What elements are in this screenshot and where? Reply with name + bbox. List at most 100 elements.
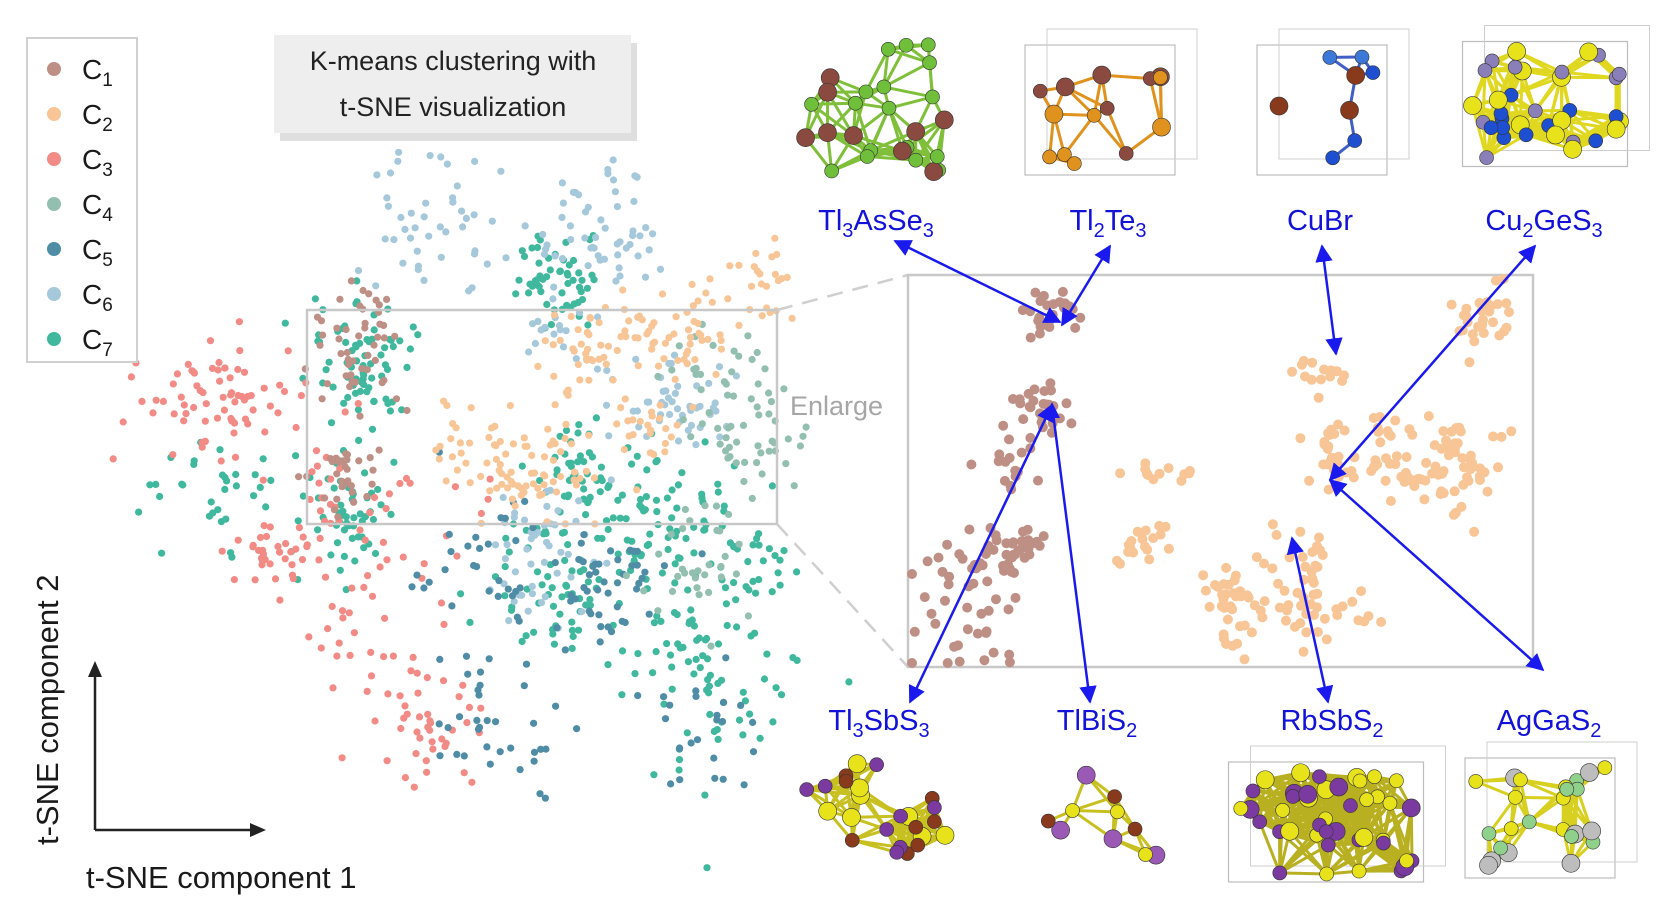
point-c6 [584, 262, 592, 270]
point-c3 [230, 429, 238, 437]
point-c4 [697, 386, 705, 394]
point-c6 [642, 224, 650, 232]
point-c1 [374, 333, 382, 341]
point-c2 [647, 408, 656, 416]
point-c2 [694, 297, 702, 305]
point-c7 [259, 455, 267, 463]
compound-arrows [893, 239, 1545, 704]
point-c4 [784, 435, 792, 443]
compound-label-cu2ges3: Cu2GeS3 [1485, 205, 1602, 242]
point-c2 [762, 282, 771, 290]
point-c3 [385, 490, 393, 498]
point-c1 [356, 412, 364, 420]
point-c7 [710, 727, 718, 736]
point-c7 [533, 243, 542, 252]
point-c5 [698, 550, 706, 558]
point-c1 [350, 498, 358, 506]
point-c5 [645, 610, 653, 618]
point-c7 [314, 526, 322, 534]
point-c7 [583, 284, 592, 292]
point-c3 [228, 416, 236, 425]
point-c3 [407, 667, 415, 675]
point-c3 [315, 556, 323, 564]
point-c6 [594, 313, 602, 321]
point-c2 [673, 421, 681, 429]
point-c4 [667, 530, 675, 538]
point-c2 [507, 468, 515, 476]
point-c7 [549, 630, 557, 638]
point-c3 [281, 555, 289, 563]
point-c3 [384, 690, 392, 698]
point-c5 [551, 559, 559, 567]
inset-point-c1 [1008, 394, 1018, 404]
point-c7 [232, 470, 240, 479]
point-c5 [567, 591, 575, 599]
point-c4 [712, 502, 721, 510]
point-c7 [560, 528, 569, 537]
point-c7 [371, 549, 380, 558]
inset-point-c2 [1331, 604, 1342, 615]
point-c7 [501, 563, 509, 571]
point-c6 [569, 188, 578, 196]
point-c2 [648, 345, 656, 353]
point-c6 [437, 153, 445, 161]
point-c7 [730, 579, 738, 587]
point-c3 [486, 475, 494, 483]
point-c5 [597, 623, 605, 631]
point-c4 [707, 642, 715, 650]
point-c3 [251, 576, 259, 584]
point-c5 [483, 717, 491, 725]
point-c7 [598, 477, 606, 485]
point-c4 [780, 385, 788, 393]
point-c5 [749, 718, 757, 727]
point-c3 [266, 402, 274, 410]
point-c3 [341, 408, 349, 416]
point-c4 [678, 565, 687, 573]
point-c2 [477, 472, 485, 480]
point-c5 [473, 716, 481, 725]
point-c3 [138, 397, 146, 405]
point-c5 [495, 577, 503, 585]
point-c7 [642, 493, 651, 501]
point-c5 [512, 537, 520, 545]
point-c4 [765, 389, 773, 397]
point-c6 [453, 182, 461, 190]
point-c5 [676, 745, 684, 753]
point-c7 [584, 321, 592, 329]
point-c4 [724, 424, 732, 432]
point-c3 [414, 689, 422, 697]
point-c7 [333, 539, 342, 547]
point-c7 [294, 517, 302, 525]
point-c7 [466, 618, 474, 627]
point-c4 [705, 561, 713, 569]
point-c7 [636, 495, 645, 504]
point-c3 [149, 409, 157, 417]
point-c3 [335, 639, 343, 647]
point-c7 [146, 481, 154, 489]
inset-point-c1 [1024, 549, 1035, 560]
point-c6 [687, 421, 696, 430]
point-c6 [499, 493, 507, 502]
point-c5 [529, 524, 537, 532]
point-c6 [602, 401, 611, 409]
point-c3 [333, 652, 341, 660]
point-c7 [299, 492, 307, 500]
arrow-tlbis2 [1050, 404, 1097, 704]
point-c1 [359, 286, 367, 295]
inset-point-c2 [1456, 501, 1467, 512]
point-c5 [447, 548, 455, 556]
point-c2 [620, 445, 628, 454]
point-c7 [768, 588, 776, 596]
inset-point-c2 [1385, 430, 1396, 441]
legend-marker-c3 [47, 152, 61, 166]
point-c7 [576, 452, 585, 460]
point-c5 [719, 698, 728, 707]
point-c2 [748, 282, 756, 290]
point-c7 [515, 276, 523, 284]
point-c6 [633, 173, 641, 181]
inset-point-c2 [1246, 627, 1257, 638]
point-c2 [557, 448, 565, 456]
point-c3 [413, 669, 421, 677]
point-c5 [453, 750, 461, 759]
point-c1 [333, 495, 341, 503]
